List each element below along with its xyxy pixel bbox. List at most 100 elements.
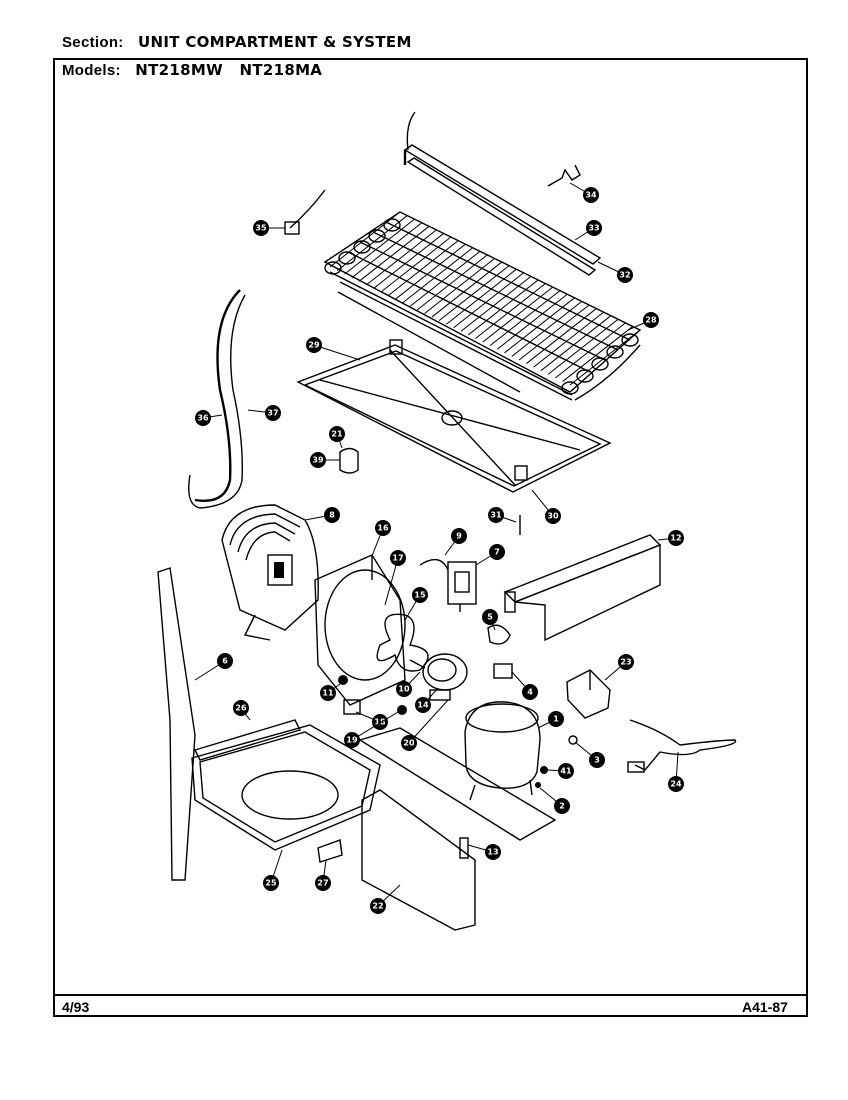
callout-19: 19 (344, 711, 399, 748)
callout-bubble (415, 697, 431, 713)
models-heading: Models: NT218MW NT218MA (62, 61, 322, 79)
callout-number: 31 (490, 511, 502, 520)
callout-leader (351, 711, 399, 741)
condenser-fin (351, 222, 423, 279)
callout-5: 5 (482, 609, 498, 631)
condenser-fin (562, 326, 634, 382)
callout-number: 19 (346, 736, 358, 745)
callout-bubble (589, 752, 605, 768)
diagram-frame (53, 58, 808, 996)
callout-bubble (558, 763, 574, 779)
callout-bubble (545, 508, 561, 524)
callout-37: 37 (247, 405, 281, 421)
callout-bubble (390, 550, 406, 566)
callout-21: 21 (329, 426, 345, 449)
condenser-fin (482, 286, 554, 343)
section-label: Section: (62, 34, 124, 51)
callout-bubble (344, 732, 360, 748)
condenser-fin (547, 318, 619, 375)
callout-number: 36 (197, 414, 209, 423)
callout-number: 13 (487, 848, 498, 857)
callout-bubble (315, 875, 331, 891)
callout-number: 15 (414, 591, 426, 600)
condenser-fin (431, 261, 503, 318)
condenser-fin (460, 275, 532, 332)
side-panel (157, 567, 196, 881)
callout-number: 39 (312, 456, 324, 465)
callout-number: 14 (417, 701, 429, 710)
callout-8: 8 (304, 507, 340, 523)
callout-number: 17 (392, 554, 403, 563)
callout-number: 29 (308, 341, 320, 350)
condenser-fin (475, 283, 546, 339)
callout-9: 9 (444, 528, 467, 556)
callout-24: 24 (668, 751, 684, 792)
cover-screw (459, 837, 469, 859)
callout-number: 9 (456, 532, 462, 541)
callout-number: 7 (494, 548, 500, 557)
condenser-fin (366, 229, 437, 286)
condenser-fin (511, 301, 583, 357)
callout-20: 20 (401, 699, 449, 751)
callout-number: 10 (398, 685, 410, 694)
callout-number: 25 (265, 879, 277, 888)
callout-34: 34 (569, 182, 599, 203)
callout-number: 28 (645, 316, 657, 325)
clip-19 (397, 705, 407, 715)
condenser-fin (395, 243, 466, 300)
condenser-fin (555, 322, 626, 379)
condenser-fin (569, 329, 641, 386)
callout-bubble (324, 507, 340, 523)
condenser-fin (453, 272, 524, 329)
callout-bubble (320, 685, 336, 701)
rear-bracket (503, 534, 662, 642)
callout-leader (313, 344, 361, 361)
callout-36: 36 (195, 410, 223, 426)
callout-bubble (485, 844, 501, 860)
callout-16: 16 (371, 520, 391, 557)
condenser-fin (496, 293, 568, 350)
callout-bubble (412, 587, 428, 603)
callout-bubble (488, 507, 504, 523)
callout-7: 7 (475, 544, 505, 566)
callout-12: 12 (657, 530, 684, 546)
callout-17: 17 (384, 550, 406, 606)
callout-bubble (548, 711, 564, 727)
callout-number: 27 (317, 879, 328, 888)
callout-number: 30 (547, 512, 559, 521)
condenser-fin (424, 258, 495, 314)
condenser-fin (336, 215, 408, 271)
mount-27 (317, 839, 343, 863)
overload-protector (487, 624, 511, 645)
drier-body (284, 221, 300, 235)
callout-number: 12 (670, 534, 681, 543)
condenser-fin (504, 297, 575, 354)
callout-1: 1 (537, 711, 564, 729)
footer-date: 4/93 (62, 999, 90, 1015)
callout-leader (384, 557, 399, 606)
footer-page-code: A41-87 (742, 999, 788, 1015)
callout-11: 11 (320, 683, 341, 701)
grommet (568, 735, 578, 745)
suction-tube (194, 289, 241, 502)
tube-clip (339, 447, 359, 474)
fan-motor (409, 653, 468, 701)
condenser-coil (323, 211, 642, 401)
callout-bubble (375, 520, 391, 536)
condenser-fin (402, 247, 474, 304)
callout-number: 16 (377, 524, 389, 533)
section-value: UNIT COMPARTMENT & SYSTEM (138, 33, 412, 51)
callout-28: 28 (627, 312, 659, 331)
condenser-fin (416, 254, 488, 311)
condenser-fin (518, 304, 590, 361)
callout-29: 29 (306, 337, 361, 361)
callout-bubble (372, 714, 388, 730)
callout-number: 18 (374, 718, 386, 727)
callout-number: 41 (560, 767, 572, 776)
callout-bubble (451, 528, 467, 544)
callout-bubble (253, 220, 269, 236)
callout-6: 6 (194, 653, 233, 681)
models-value: NT218MW NT218MA (135, 61, 323, 79)
callout-bubble (643, 312, 659, 328)
